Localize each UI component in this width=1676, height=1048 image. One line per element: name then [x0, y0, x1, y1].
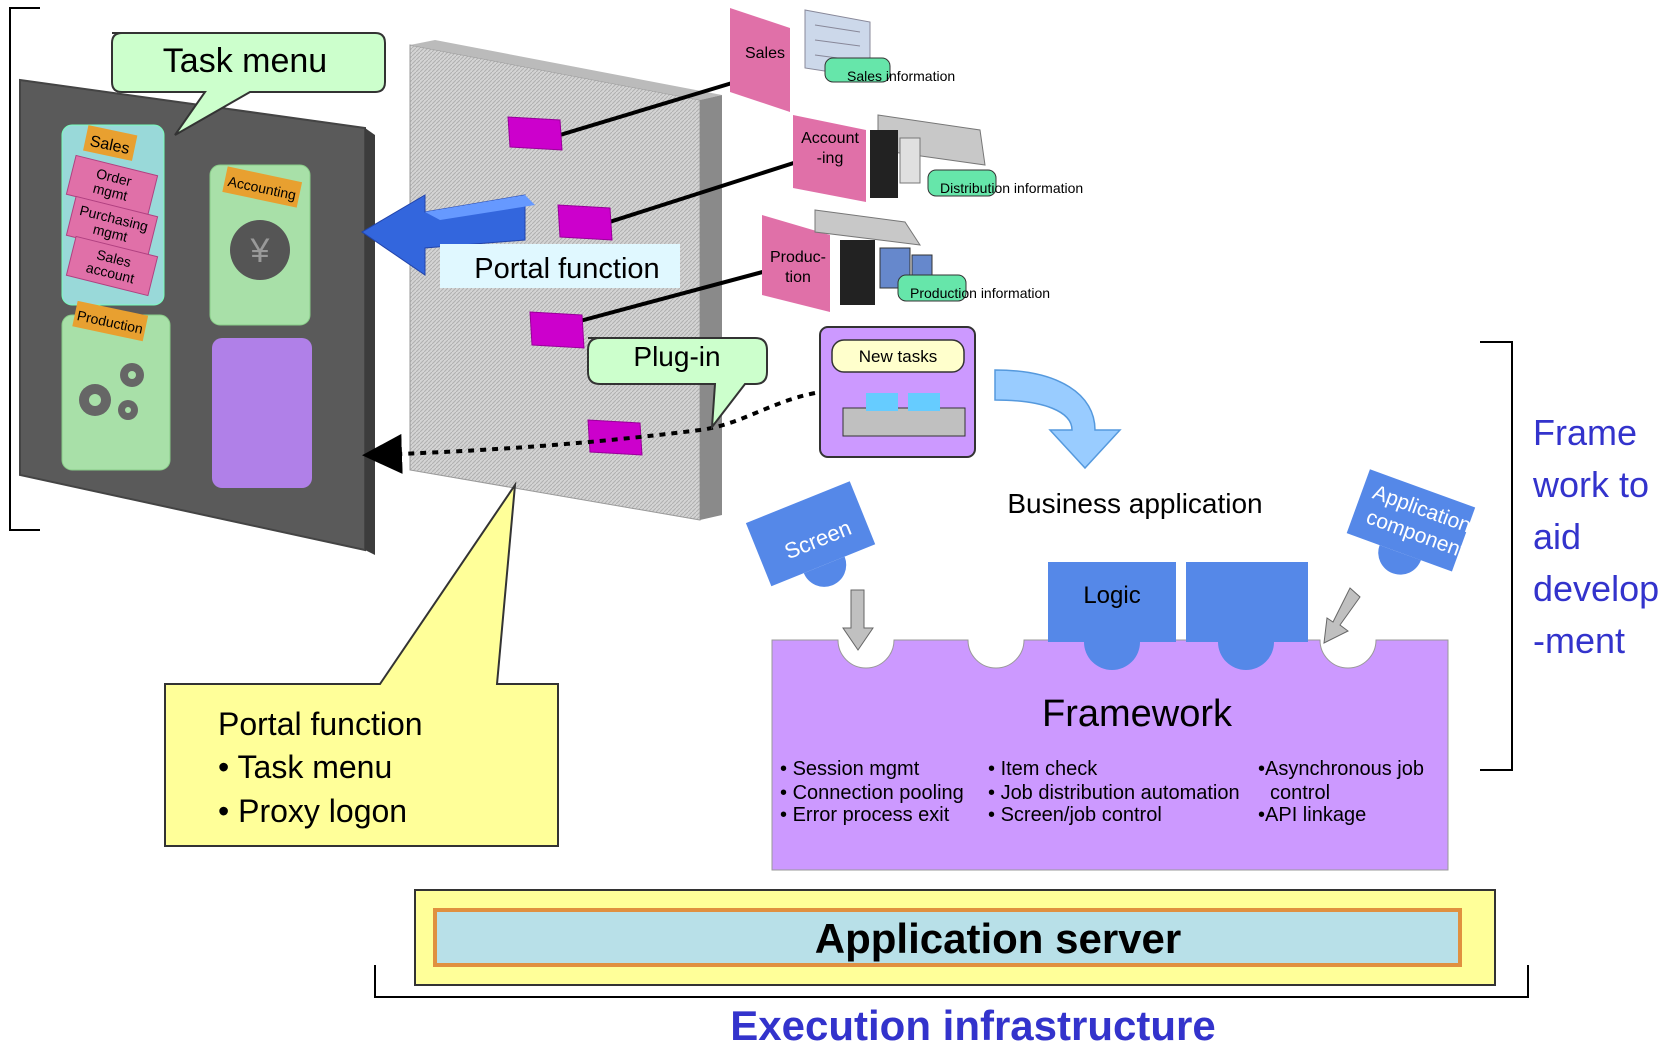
portal-function-label-bg: [440, 244, 680, 288]
svg-text:• Item check: • Item check: [988, 758, 1098, 780]
logic-label: Logic: [1083, 582, 1140, 609]
framework-features-col1: • Session mgmt • Connection pooling • Er…: [780, 758, 964, 826]
svg-text:• Error process exit: • Error process exit: [780, 804, 950, 826]
plugin-callout-label: Plug-in: [633, 341, 720, 372]
sales-information-label: Sales information: [847, 68, 955, 84]
logic-piece[interactable]: [1048, 562, 1176, 670]
accounting-tag: [793, 115, 866, 202]
framework-title: Framework: [1042, 693, 1233, 735]
framework-features-col3: •Asynchronous job control •API linkage: [1258, 758, 1424, 826]
new-tasks-box[interactable]: [819, 326, 976, 458]
distribution-information-label: Distribution information: [940, 180, 1083, 196]
portal-connections: [559, 78, 804, 327]
feature-job-distribution: Job distribution automation: [1001, 782, 1240, 804]
feature-error-process-exit: Error process exit: [793, 804, 950, 826]
accounting-tag-line2: -ing: [817, 150, 844, 167]
task-menu-bracket: [9, 7, 40, 531]
feature-item-check: Item check: [1001, 758, 1099, 780]
svg-text:work to: work to: [1532, 464, 1649, 505]
task-menu-callout-label: Task menu: [163, 42, 327, 80]
production-information-db: [897, 274, 967, 302]
sales-system: [730, 8, 891, 112]
portal-plug-connectors: [507, 116, 643, 456]
svg-text:•API linkage: •API linkage: [1258, 804, 1366, 826]
svg-text:• Session mgmt: • Session mgmt: [780, 758, 920, 780]
portal-function-note: [164, 481, 559, 847]
feature-api-linkage: API linkage: [1265, 804, 1366, 826]
portal-to-menu-arrow: [361, 194, 535, 276]
production-tag-line2: tion: [785, 269, 811, 286]
application-server-label: Application server: [815, 915, 1181, 962]
production-tag-line1: Produc-: [770, 249, 826, 266]
feature-async-job-control: control: [1270, 782, 1330, 804]
production-tile[interactable]: [61, 314, 171, 471]
production-system: [762, 209, 967, 312]
framework-block: [771, 639, 1449, 871]
yen-coin-icon: [230, 220, 290, 280]
svg-text:• Job distribution automation: • Job distribution automation: [988, 782, 1240, 804]
menu-item-sales-account[interactable]: Sales account: [65, 235, 159, 297]
portal-note-item-task-menu: • Task menu: [218, 749, 392, 785]
sales-tag-label: Sales: [745, 45, 785, 62]
application-server: [414, 889, 1496, 986]
svg-text:¥: ¥: [250, 232, 270, 270]
svg-text:-ment: -ment: [1533, 620, 1625, 661]
feature-async-job: Asynchronous job: [1265, 758, 1424, 780]
new-task-slot[interactable]: [212, 338, 312, 488]
portal-note-item-proxy-logon: • Proxy logon: [218, 793, 407, 829]
svg-text:• Screen/job control: • Screen/job control: [988, 804, 1162, 826]
plugin-callout: [587, 337, 768, 431]
svg-text:aid: aid: [1533, 516, 1581, 557]
portal-note-title: Portal function: [218, 706, 423, 742]
task-menu-callout: [111, 32, 386, 136]
sales-tag: [730, 8, 790, 112]
execution-bracket: [374, 965, 1529, 998]
screen-insert-arrow: [842, 589, 874, 651]
production-information-label: Production information: [910, 285, 1050, 301]
svg-text:Frame: Frame: [1533, 412, 1637, 453]
accounting-tag-line1: Account: [801, 130, 859, 147]
dev-aid-bracket: [1480, 341, 1513, 771]
svg-text:• Connection pooling: • Connection pooling: [780, 782, 964, 804]
screen-piece[interactable]: [745, 481, 884, 606]
feature-session-mgmt: Session mgmt: [793, 758, 920, 780]
accounting-system: [793, 114, 997, 202]
distribution-information-db: [927, 169, 997, 197]
dev-aid-label: Frame work to aid develop -ment: [1532, 412, 1659, 661]
feature-screen-job-control: Screen/job control: [1001, 804, 1162, 826]
gears-icon: [79, 363, 144, 420]
production-tag: [762, 215, 830, 312]
server-icon: [870, 114, 986, 198]
execution-infrastructure-label: Execution infrastructure: [730, 1002, 1215, 1048]
application-component-piece[interactable]: [1339, 469, 1476, 592]
factory-icon: [814, 209, 933, 305]
svg-text:•Asynchronous job: •Asynchronous job: [1258, 758, 1424, 780]
plugin-path: [362, 391, 816, 474]
framework-features-col2: • Item check • Job distribution automati…: [988, 758, 1240, 826]
business-application-label: Business application: [1007, 488, 1262, 519]
svg-text:develop: develop: [1533, 568, 1659, 609]
logic-piece-2[interactable]: [1186, 562, 1308, 670]
new-tasks-label: New tasks: [859, 347, 937, 366]
sales-information-db: [824, 57, 891, 83]
component-insert-arrow: [1323, 587, 1361, 644]
portal-function-label: Portal function: [474, 253, 659, 285]
feature-connection-pooling: Connection pooling: [793, 782, 964, 804]
new-task-to-app-arrow: [994, 369, 1122, 470]
